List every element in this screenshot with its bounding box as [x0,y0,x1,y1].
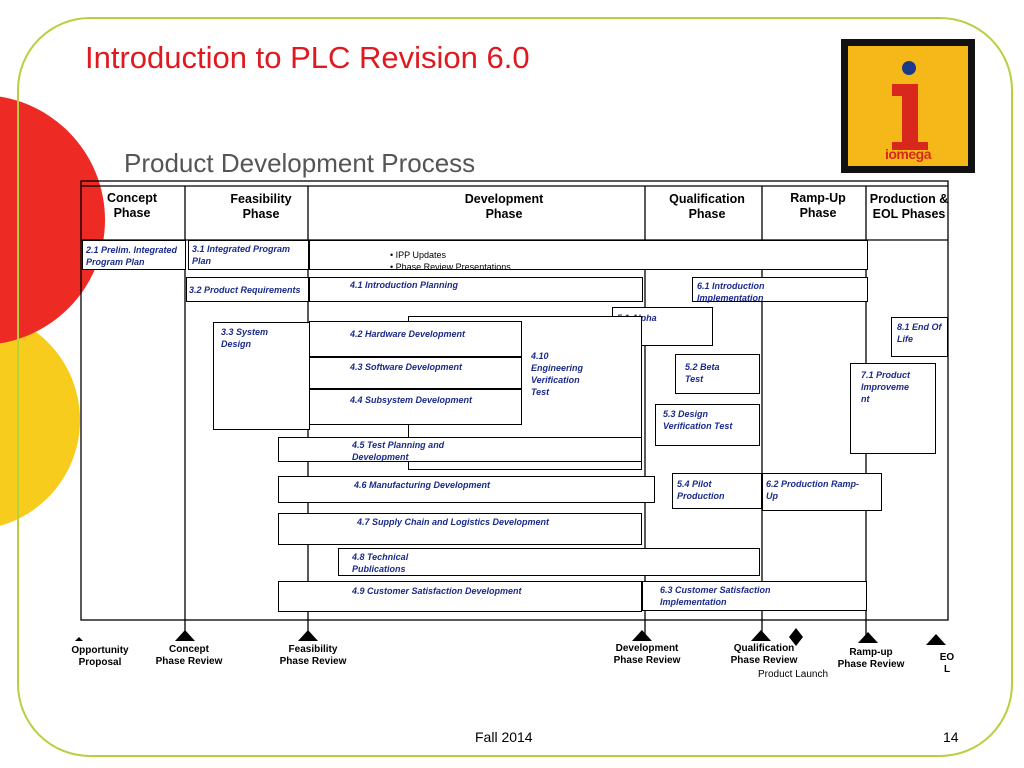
gate-eol-marker [926,634,946,645]
task-6-2-label: 6.2 Production Ramp-Up [766,479,860,501]
product-launch-label: Product Launch [758,669,829,680]
task-box-6-1 [692,277,868,302]
task-box-6-3 [642,581,867,611]
task-box-4-6 [278,476,655,503]
ipp-updates-label: • IPP Updates• Phase Review Presentation… [390,250,511,272]
iomega-1-icon [892,61,928,150]
footer-term: Fall 2014 [475,729,533,745]
task-4-9-label: 4.9 Customer Satisfaction Development [352,586,522,596]
gate-qualification-marker [751,630,771,641]
gate-opportunity-marker [75,637,83,641]
slide-subtitle: Product Development Process [124,148,476,178]
decor-red-circle [0,96,105,344]
gate-feasibility-marker [298,630,318,641]
task-box-3-3 [213,322,310,430]
task-box-4-5 [278,437,642,462]
task-box-4-9 [278,581,642,612]
footer-page-number: 14 [943,729,959,745]
slide-frame [17,17,1013,757]
phase-header-production: Production &EOL Phases [869,192,949,221]
task-4-1-label: 4.1 Introduction Planning [350,280,458,290]
gate-rampup-marker [858,632,878,643]
task-box-3-2 [186,277,309,302]
task-box-5-2 [675,354,760,394]
task-box-4-2 [309,321,522,357]
task-4-4-label: 4.4 Subsystem Development [350,395,473,405]
task-box-2-1 [82,240,186,270]
task-box-8-1 [891,317,948,357]
task-box-3-1 [188,240,309,270]
task-4-2-label: 4.2 Hardware Development [350,329,466,339]
task-box-5-3 [655,404,760,446]
iomega-logo: iomega [841,39,975,173]
slide-title: Introduction to PLC Revision 6.0 [85,40,530,75]
task-box-ipp-updates [309,240,868,270]
product-launch-marker [789,628,803,646]
task-3-2-label: 3.2 Product Requirements [189,285,301,295]
task-box-4-7 [278,513,642,545]
task-box-7-1 [850,363,936,454]
task-4-7-label: 4.7 Supply Chain and Logistics Developme… [357,517,550,527]
task-box-5-4 [672,473,762,509]
task-box-4-3 [309,357,522,389]
gate-development-marker [632,630,652,641]
task-4-6-label: 4.6 Manufacturing Development [354,480,491,490]
task-box-4-1 [309,277,643,302]
logo-wordmark: iomega [884,146,932,162]
task-4-3-label: 4.3 Software Development [350,362,463,372]
task-box-6-2 [762,473,882,511]
task-box-4-8 [338,548,760,576]
decor-yellow-circle [0,314,80,526]
task-box-4-4 [309,389,522,425]
gate-concept-marker [175,630,195,641]
